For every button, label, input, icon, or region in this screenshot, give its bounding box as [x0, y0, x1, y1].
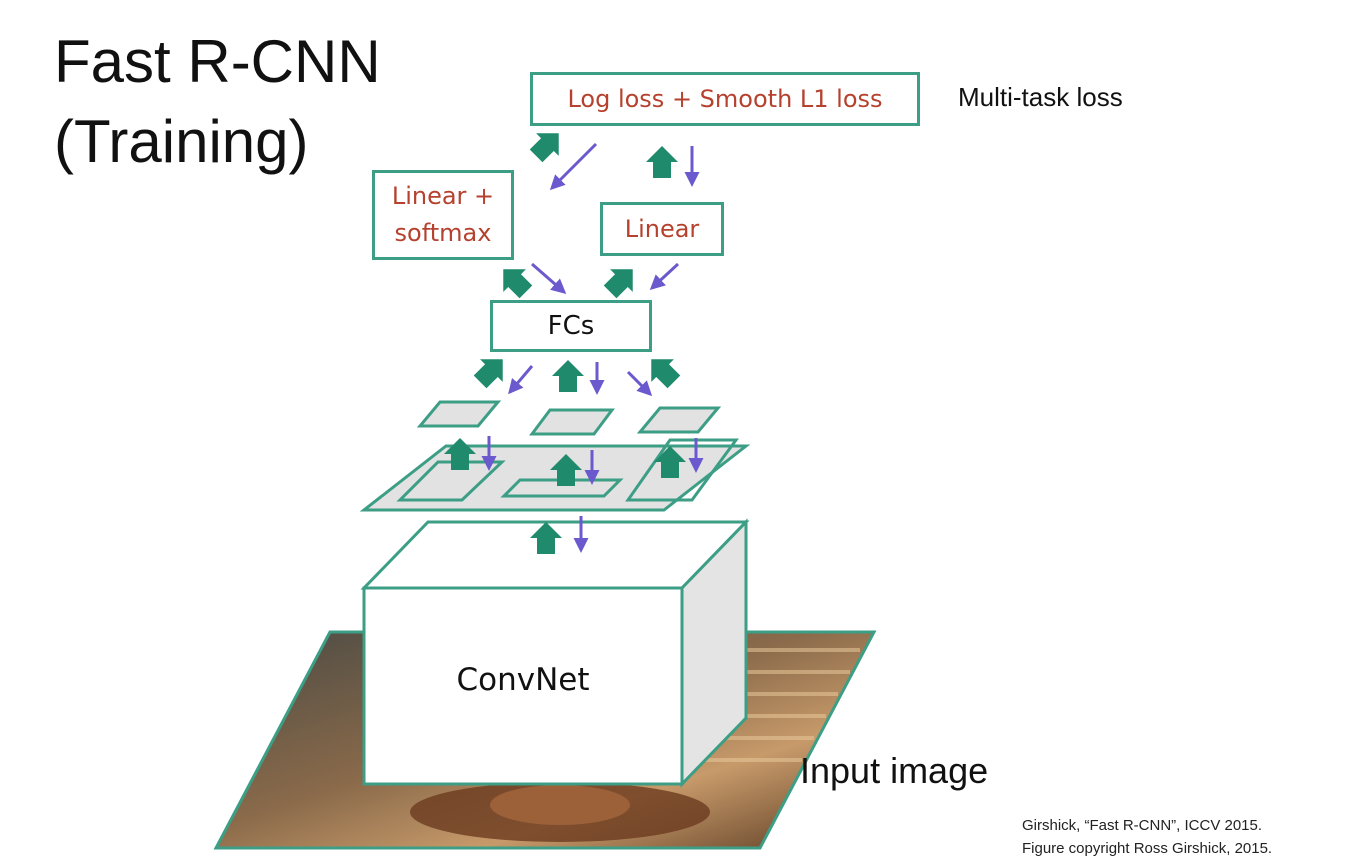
multi-task-loss-label: Multi-task loss [958, 82, 1123, 112]
convnet-block [360, 518, 750, 788]
loss-box-label: Log loss + Smooth L1 loss [567, 84, 883, 113]
classifier-box-label-2: softmax [394, 219, 492, 247]
fcs-box-label: FCs [547, 310, 595, 341]
citation-line-2: Figure copyright Ross Girshick, 2015. [1022, 840, 1273, 857]
citation-line-1: Girshick, “Fast R-CNN”, ICCV 2015. [1022, 817, 1263, 834]
classifier-box: Linear + softmax [372, 170, 514, 260]
regressor-box-label: Linear [624, 214, 700, 243]
roi-features [416, 400, 722, 436]
input-image-label: Input image [800, 750, 989, 791]
title-line-1: Fast R-CNN [54, 28, 381, 95]
loss-box: Log loss + Smooth L1 loss [530, 72, 920, 126]
classifier-box-label-1: Linear + [391, 182, 495, 210]
slide-title: Fast R-CNN (Training) [54, 22, 381, 182]
regressor-box: Linear [600, 202, 724, 256]
title-line-2: (Training) [54, 108, 309, 175]
citation: Girshick, “Fast R-CNN”, ICCV 2015. Figur… [1022, 814, 1272, 860]
fcs-box: FCs [490, 300, 652, 352]
feature-map [359, 438, 751, 512]
backward-arrows [481, 142, 704, 553]
convnet-label: ConvNet [456, 662, 590, 698]
